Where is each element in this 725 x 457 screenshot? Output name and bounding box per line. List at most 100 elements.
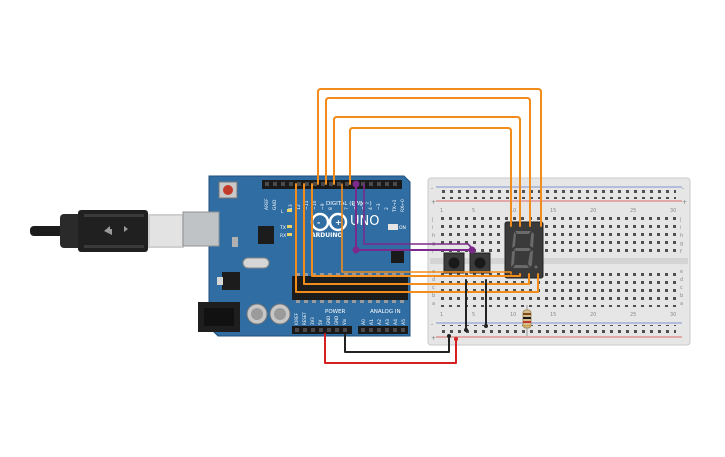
svg-text:j: j [679, 217, 681, 223]
pushbutton-2[interactable] [469, 252, 491, 274]
svg-text:+: + [431, 335, 436, 342]
pushbutton-1[interactable] [443, 252, 465, 274]
rail-signs: - + - + - + [431, 185, 687, 342]
svg-text:TX→1: TX→1 [392, 199, 398, 213]
wire-display-c[interactable] [333, 116, 521, 227]
svg-text:1: 1 [440, 208, 443, 214]
svg-text:a: a [680, 301, 683, 307]
svg-text:TX: TX [279, 225, 286, 231]
bottom-power-rail[interactable] [440, 325, 676, 335]
svg-text:13: 13 [288, 204, 294, 210]
seven-segment-display[interactable] [504, 221, 544, 279]
svg-text:A0: A0 [361, 319, 367, 325]
svg-text:A4: A4 [393, 319, 399, 325]
atmega-chip [292, 276, 408, 300]
wire-display-dp[interactable] [341, 183, 512, 275]
analog-label: ANALOG IN [370, 309, 401, 315]
wire-display-a[interactable] [317, 88, 542, 227]
svg-text:25: 25 [630, 312, 636, 318]
analog-header [358, 326, 408, 334]
wire-endpoints [352, 180, 488, 341]
svg-text:h: h [680, 233, 683, 239]
svg-text:-: - [431, 321, 433, 328]
svg-text:A1: A1 [369, 319, 375, 325]
wire-display-e[interactable] [295, 183, 539, 293]
svg-text:IOREF: IOREF [294, 312, 299, 325]
svg-text:4: 4 [368, 207, 374, 210]
wire-display-f[interactable] [303, 183, 530, 285]
svg-text:RESET: RESET [302, 312, 307, 325]
center-channel [430, 258, 688, 264]
breadboard[interactable]: - + - + - + j i h g f e d c b a j i h g … [427, 177, 691, 346]
svg-text:5: 5 [472, 208, 475, 214]
wire-ground-rail[interactable] [344, 333, 450, 353]
status-leds [287, 209, 292, 236]
svg-text:-: - [317, 218, 320, 227]
svg-text:g: g [680, 241, 683, 247]
svg-text:5: 5 [472, 312, 475, 318]
svg-text:f: f [680, 249, 682, 255]
svg-text:3V3: 3V3 [310, 317, 315, 325]
wire-display-d[interactable] [349, 127, 512, 227]
usb-jack [182, 211, 220, 247]
svg-text:b: b [680, 293, 683, 299]
svg-text:GND: GND [272, 199, 278, 210]
analog-pin-labels: A0 A1 A2 A3 A4 A5 [361, 319, 407, 325]
svg-text:+: + [682, 199, 687, 206]
svg-text:~11: ~11 [304, 200, 310, 210]
power-pin-labels: IOREF RESET 3V3 5V GND GND Vin [294, 312, 347, 325]
svg-text:+: + [335, 218, 342, 227]
svg-text:+: + [431, 199, 436, 206]
svg-text:A2: A2 [377, 319, 383, 325]
svg-text:7: 7 [344, 207, 350, 210]
svg-text:a: a [432, 301, 435, 307]
wire-5v-rail[interactable] [324, 333, 457, 364]
svg-text:GND: GND [326, 316, 331, 325]
svg-text:e: e [680, 269, 683, 275]
top-power-rail[interactable] [440, 189, 676, 199]
resistor[interactable] [522, 305, 532, 336]
digital-header-label: DIGITAL (PWM~) [326, 201, 372, 207]
arduino-uno-board[interactable]: AREF GND 13 12 ~11 ~10 ~9 8 7 ~6 ~5 4 ~3… [182, 175, 411, 337]
svg-text:j: j [431, 217, 433, 223]
svg-text:5V: 5V [318, 319, 323, 325]
svg-text:Vin: Vin [342, 318, 347, 325]
svg-text:i: i [680, 225, 681, 231]
svg-text:15: 15 [550, 208, 556, 214]
svg-text:i: i [432, 225, 433, 231]
on-led [388, 224, 398, 230]
svg-text:RX←0: RX←0 [400, 199, 406, 212]
svg-text:~9: ~9 [320, 203, 326, 210]
svg-text:25: 25 [630, 208, 636, 214]
terminal-strip-top[interactable] [440, 216, 676, 255]
usb-chip [258, 226, 274, 244]
svg-text:L: L [281, 209, 284, 215]
svg-text:12: 12 [296, 204, 302, 210]
wire-display-b[interactable] [325, 97, 531, 227]
smd-part [232, 237, 238, 247]
svg-text:RX: RX [280, 233, 286, 239]
column-numbers: 1 5 10 15 20 25 30 1 5 10 15 20 25 30 [440, 208, 676, 318]
svg-text:AREF: AREF [264, 198, 270, 210]
terminal-strip-bottom[interactable] [440, 268, 676, 307]
svg-text:~10: ~10 [312, 200, 318, 210]
svg-text:~3: ~3 [376, 203, 382, 210]
voltage-regulator [222, 272, 240, 290]
svg-text:-: - [682, 185, 684, 192]
led-labels: L TX RX [279, 209, 286, 239]
wire-display-g[interactable] [311, 183, 521, 277]
wire-button-2[interactable] [363, 183, 473, 249]
crystal [242, 257, 270, 269]
svg-text:-: - [431, 185, 433, 192]
usb-cable[interactable] [30, 210, 184, 252]
svg-text:30: 30 [670, 312, 676, 318]
svg-text:30: 30 [670, 208, 676, 214]
svg-text:10: 10 [510, 208, 516, 214]
svg-text:b: b [432, 293, 435, 299]
svg-text:1: 1 [440, 312, 443, 318]
svg-text:8: 8 [328, 207, 334, 210]
svg-text:f: f [432, 249, 434, 255]
svg-text:A5: A5 [401, 319, 407, 325]
power-label: POWER [325, 309, 346, 315]
